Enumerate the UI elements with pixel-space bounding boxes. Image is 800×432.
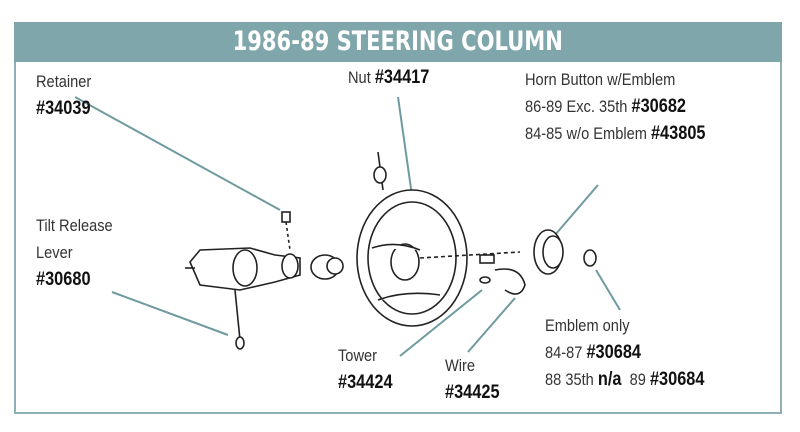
- horn-line2-text: 84-85 w/o Emblem: [525, 124, 647, 143]
- emblem-line1-part: #30684: [586, 342, 641, 363]
- wire-part-number: #34425: [445, 382, 500, 403]
- tower-part-number: #34424: [338, 372, 393, 393]
- nut-name: Nut: [348, 68, 371, 87]
- tower-part: [479, 254, 495, 264]
- leader-wire: [467, 297, 516, 353]
- label-tower: Tower #34424: [338, 342, 393, 396]
- label-retainer: Retainer #34039: [36, 68, 91, 122]
- tilt-part-number: #30680: [36, 269, 91, 290]
- leader-emblem: [595, 269, 621, 311]
- horn-line1-text: 86-89 Exc. 35th: [525, 97, 628, 116]
- horn-name: Horn Button w/Emblem: [525, 70, 676, 89]
- retainer-part: [281, 211, 291, 223]
- emblem-part: [583, 249, 597, 267]
- tower-name: Tower: [338, 346, 378, 365]
- tilt-name2: Lever: [36, 243, 73, 262]
- tilt-name1: Tilt Release: [36, 216, 113, 235]
- wire-part: [494, 268, 526, 295]
- horn-line2-part: #43805: [650, 123, 706, 144]
- parts-drawing: [185, 151, 597, 350]
- emblem-line1-text: 84-87: [545, 343, 583, 362]
- leader-horn: [554, 184, 599, 236]
- title-text: 1986-89 STEERING COLUMN: [232, 26, 564, 57]
- label-tilt-release: Tilt Release Lever #30680: [36, 212, 113, 293]
- label-emblem: Emblem only 84-87 #30684 88 35th n/a 89 …: [545, 312, 704, 393]
- wire-name: Wire: [445, 356, 476, 375]
- emblem-name: Emblem only: [545, 316, 630, 335]
- leader-lines: [74, 96, 621, 357]
- label-nut: Nut #34417: [348, 64, 429, 91]
- nut-part-number: #34417: [374, 67, 430, 88]
- leader-tilt: [111, 291, 229, 336]
- emblem-line2-part: #30684: [649, 369, 705, 390]
- retainer-name: Retainer: [36, 72, 92, 91]
- emblem-line2-text2: 89: [629, 370, 646, 389]
- leader-tower: [399, 289, 483, 357]
- emblem-line2-na: n/a: [597, 369, 622, 390]
- leader-retainer: [74, 96, 281, 211]
- page-title: 1986-89 STEERING COLUMN: [14, 22, 782, 62]
- emblem-line2-text: 88 35th: [545, 370, 594, 389]
- column-collar: [232, 249, 258, 287]
- tilt-lever: [234, 289, 241, 341]
- label-horn-button: Horn Button w/Emblem 86-89 Exc. 35th #30…: [525, 66, 705, 147]
- horn-line1-part: #30682: [631, 96, 687, 117]
- retainer-part-number: #34039: [36, 98, 91, 119]
- label-wire: Wire #34425: [445, 352, 500, 406]
